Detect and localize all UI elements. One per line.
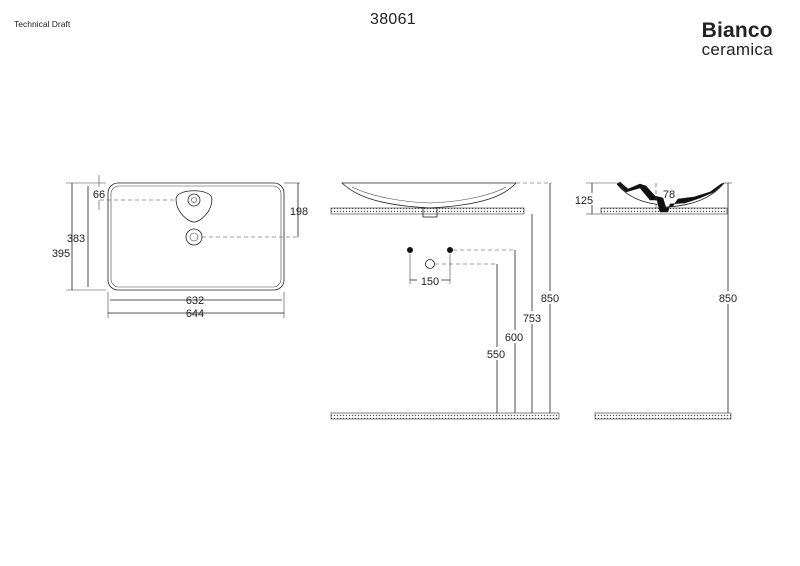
label-bg [537, 291, 563, 304]
label-bg [715, 291, 741, 304]
dim-counter-height: 753 [523, 313, 541, 325]
countertop [330, 207, 525, 215]
label-bg [483, 347, 509, 360]
dim-total-width: 644 [186, 308, 204, 320]
brand-logo: Bianco ceramica [702, 20, 773, 58]
fixing-point-right [447, 247, 453, 253]
dim-inner-width: 632 [186, 295, 204, 307]
label-bg [417, 274, 441, 286]
basin-outer-right [664, 182, 725, 208]
floor-line [594, 412, 732, 420]
dim-inner-depth: 383 [67, 233, 85, 245]
product-code: 38061 [370, 11, 416, 28]
brand-name: Bianco [701, 19, 773, 42]
dim-total-depth: 395 [52, 248, 70, 260]
dim-fixing-height: 600 [505, 332, 523, 344]
dim-total-height: 850 [541, 293, 559, 305]
waste-outlet [185, 228, 203, 246]
top-view: 395 383 66 198 632 644 [52, 175, 308, 320]
basin-outline-outer [107, 182, 285, 291]
tap-hole [187, 193, 201, 207]
waste-outlet-inner [189, 232, 199, 242]
fixing-point-left [407, 247, 413, 253]
front-view: 150 550 600 753 850 [330, 182, 563, 420]
tap-hole-center [191, 197, 197, 203]
label-bg [501, 330, 527, 343]
label-bg [572, 193, 596, 205]
brand-subname: ceramica [701, 40, 773, 59]
basin-section [616, 181, 725, 213]
dim-total-height: 850 [719, 293, 737, 305]
basin-profile [340, 182, 517, 209]
floor-line [330, 412, 560, 420]
dim-fixing-spacing: 150 [421, 276, 439, 288]
tap-platform [175, 190, 213, 223]
side-view: 125 78 850 [572, 181, 741, 420]
dim-waste-height: 550 [487, 349, 505, 361]
dim-tap-hole-offset: 66 [93, 189, 105, 201]
document-type-label: Technical Draft [14, 19, 71, 29]
label-bg [519, 311, 545, 324]
waste-fitting [422, 207, 438, 218]
dim-waste-offset: 198 [290, 206, 308, 218]
dim-basin-height: 125 [575, 195, 593, 207]
basin-inner-profile [351, 186, 507, 204]
dim-bowl-depth: 78 [663, 189, 675, 201]
basin-outline-inner [110, 185, 282, 288]
waste-point [425, 259, 435, 269]
